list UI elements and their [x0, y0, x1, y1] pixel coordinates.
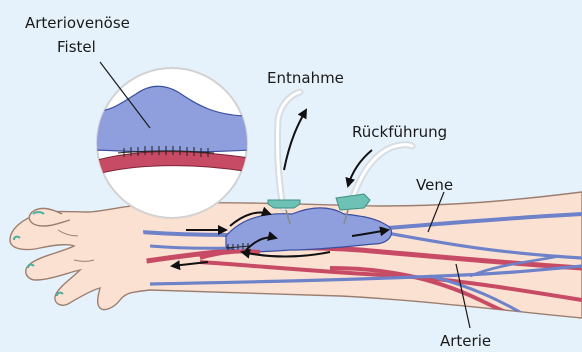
label-vene: Vene: [416, 176, 453, 194]
label-fistula-line2: Fistel: [57, 38, 96, 56]
needle-icon: [268, 200, 300, 208]
arrow-icon: [284, 110, 306, 170]
label-rueckfuehrung: Rückführung: [352, 123, 447, 141]
fistula-inset: [90, 68, 250, 218]
needle-icon: [336, 194, 370, 210]
label-fistula-line1: Arteriovenöse: [25, 14, 130, 32]
needle-entnahme: [268, 92, 300, 224]
label-entnahme: Entnahme: [267, 69, 344, 87]
label-arterie: Arterie: [440, 332, 491, 350]
